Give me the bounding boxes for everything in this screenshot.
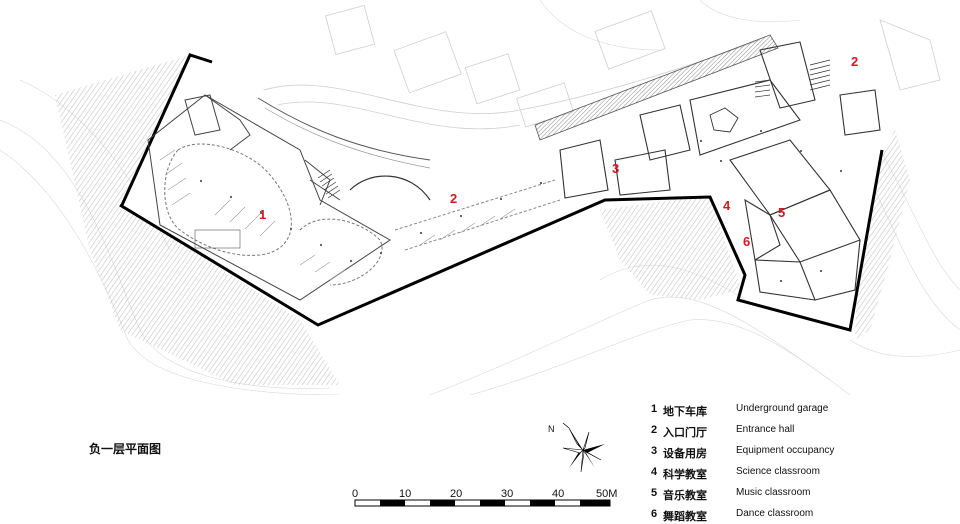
legend-num: 1 xyxy=(651,403,658,415)
scale-tick-50m: 50M xyxy=(596,488,617,500)
canopy-strip xyxy=(534,34,779,141)
zone-marker-4: 4 xyxy=(723,198,731,213)
legend-num: 4 xyxy=(651,466,658,478)
skylight xyxy=(709,107,739,133)
legend-num: 3 xyxy=(651,445,658,457)
zone-marker-2-entrance: 2 xyxy=(450,191,457,206)
outer-wall xyxy=(119,53,884,332)
plan-title: 负一层平面图 xyxy=(89,442,162,456)
north-label: N xyxy=(548,424,555,434)
legend-item: 5 音乐教室 Music classroom xyxy=(651,487,951,502)
legend-cn: 科学教室 xyxy=(663,469,707,481)
interior-walls xyxy=(147,94,561,301)
north-arrow xyxy=(562,422,605,473)
east-wing-rooms xyxy=(559,41,881,301)
legend-num: 5 xyxy=(651,487,658,499)
structural-columns xyxy=(200,130,842,282)
curved-edge xyxy=(257,97,431,161)
scale-tick-30: 30 xyxy=(501,488,513,500)
legend-cn: 舞蹈教室 xyxy=(663,511,707,523)
scale-bar: 0 10 20 30 40 50M xyxy=(352,488,617,507)
zone-marker-1: 1 xyxy=(259,207,266,222)
zone-marker-2-north: 2 xyxy=(851,54,858,69)
legend-cn: 音乐教室 xyxy=(663,490,707,502)
legend-cn: 地下车库 xyxy=(663,406,707,418)
legend-en: Entrance hall xyxy=(736,424,795,435)
parking-stalls xyxy=(159,149,516,281)
terrain-hatch xyxy=(55,55,910,385)
zone-marker-6: 6 xyxy=(743,234,750,249)
legend-item: 2 入口门厅 Entrance hall xyxy=(651,424,951,439)
building-slab xyxy=(122,40,885,330)
stair-hatch xyxy=(317,59,831,199)
legend-en: Equipment occupancy xyxy=(736,445,835,456)
zone-marker-3: 3 xyxy=(612,161,619,176)
legend-en: Science classroom xyxy=(736,466,820,477)
legend-item: 4 科学教室 Science classroom xyxy=(651,466,951,481)
scale-tick-0: 0 xyxy=(352,488,358,500)
zone-marker-5: 5 xyxy=(778,205,785,220)
legend-en: Underground garage xyxy=(736,403,829,414)
scale-tick-20: 20 xyxy=(450,488,462,500)
legend-cn: 入口门厅 xyxy=(663,427,707,439)
scale-tick-10: 10 xyxy=(399,488,411,500)
legend-en: Music classroom xyxy=(736,487,811,498)
legend-item: 1 地下车库 Underground garage xyxy=(651,403,951,418)
legend-num: 2 xyxy=(651,424,658,436)
scale-tick-40: 40 xyxy=(552,488,564,500)
legend-cn: 设备用房 xyxy=(663,448,707,460)
legend-item: 3 设备用房 Equipment occupancy xyxy=(651,445,951,460)
legend-num: 6 xyxy=(651,508,658,520)
legend-en: Dance classroom xyxy=(736,508,814,519)
